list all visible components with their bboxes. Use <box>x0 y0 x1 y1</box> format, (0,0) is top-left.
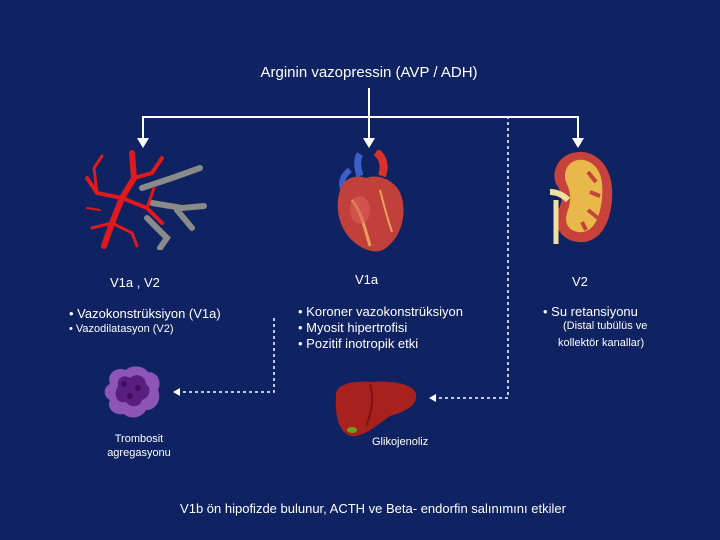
platelet-image <box>104 366 160 418</box>
diagram-title: Arginin vazopressin (AVP / ADH) <box>260 64 478 81</box>
receptor-label-heart: V1a <box>355 272 379 287</box>
liver-label: Glikojenoliz <box>372 436 429 448</box>
arrow-heads <box>137 138 584 148</box>
effect-kidney-3: kollektör kanallar) <box>558 337 645 349</box>
blood-vessels-image <box>85 150 207 250</box>
heart-image <box>337 150 404 252</box>
effect-kidney-2: (Distal tubülüs ve <box>563 320 648 332</box>
effect-kidney-1: • Su retansiyonu <box>543 304 638 319</box>
arrow-liver <box>429 394 436 402</box>
receptor-label-kidney: V2 <box>572 274 588 289</box>
kidney-image <box>549 151 613 244</box>
effect-heart-1: • Koroner vazokonstrüksiyon <box>298 304 463 319</box>
receptor-label-vessels: V1a , V2 <box>110 275 160 290</box>
platelet-label-line2: agregasyonu <box>107 447 171 459</box>
effect-heart-3: • Pozitif inotropik etki <box>298 336 419 351</box>
effect-vessels-1: • Vazokonstrüksiyon (V1a) <box>69 306 221 321</box>
dashed-line-liver <box>436 116 509 399</box>
liver-image <box>335 381 417 437</box>
effect-vessels-2: • Vazodilatasyon (V2) <box>69 323 174 335</box>
arrow-platelet <box>173 388 180 396</box>
platelet-label-line1: Trombosit <box>114 433 164 445</box>
footer-note: V1b ön hipofizde bulunur, ACTH ve Beta- … <box>180 501 566 516</box>
effect-heart-2: • Myosit hipertrofisi <box>298 320 408 335</box>
dashed-line-platelet <box>180 318 275 393</box>
